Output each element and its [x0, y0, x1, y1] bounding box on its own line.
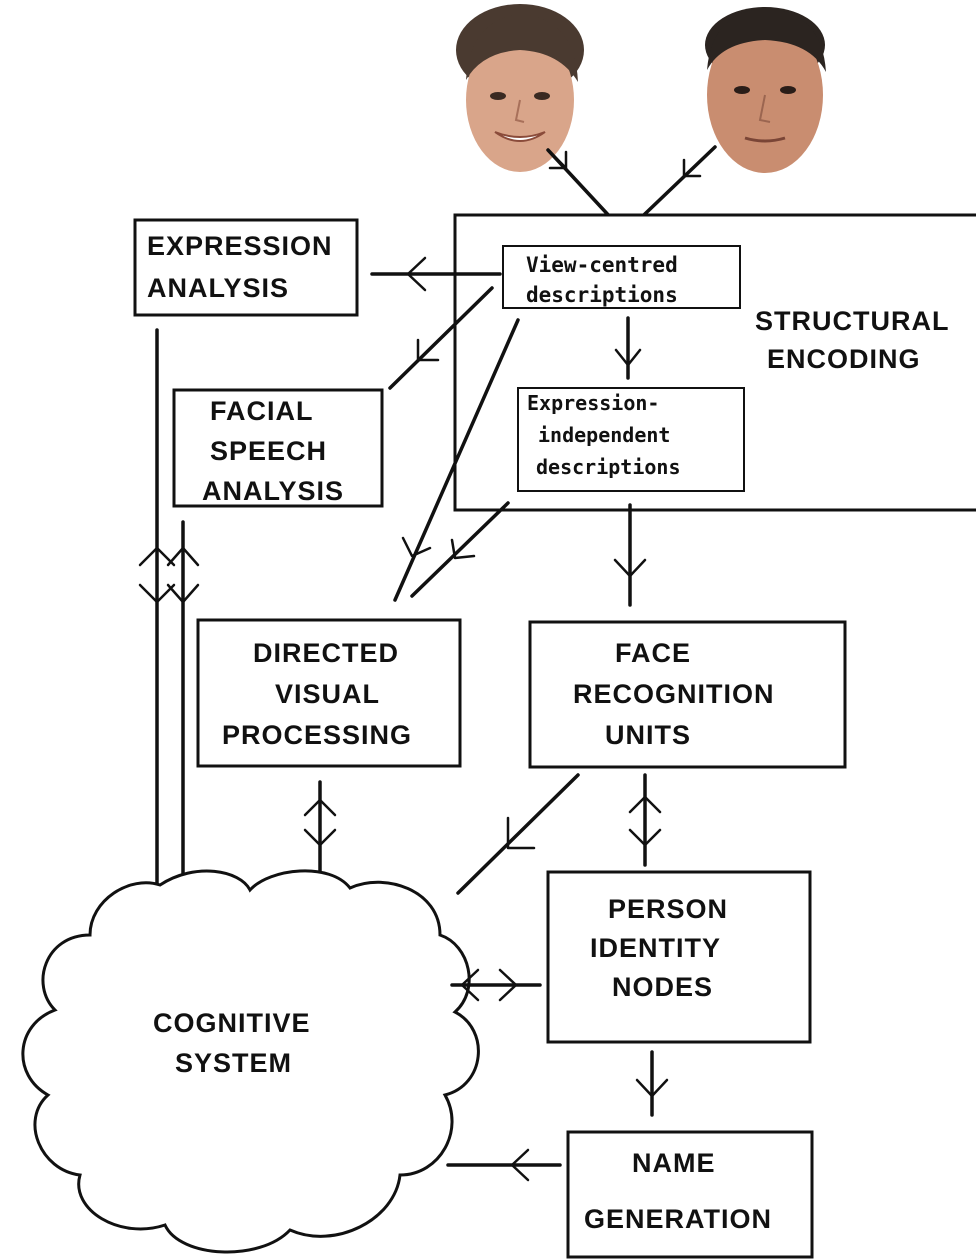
directed-visual-processing-label: DIRECTED VISUAL PROCESSING: [222, 638, 412, 750]
arrow-fru-to-cognitive: [456, 773, 580, 895]
arrow-pin-to-name-generation: [635, 1050, 669, 1117]
structural-encoding-label: STRUCTURAL ENCODING: [755, 306, 958, 374]
cognitive-system-cloud: [21, 869, 480, 1254]
face-recognition-units-box: [528, 620, 847, 769]
woman-face-photo: [456, 4, 584, 172]
view-centred-descriptions-box: [502, 245, 741, 309]
arrow-directed-visual-cognitive: [303, 780, 337, 874]
bidirectional-links-to-cognitive: [138, 328, 200, 890]
arrow-view-to-facial-speech: [388, 286, 494, 390]
face-recognition-units-label: FACE RECOGNITION UNITS: [573, 638, 783, 750]
arrow-expression-independent-to-fru: [613, 503, 647, 607]
arrow-fru-to-pin: [628, 773, 662, 867]
person-identity-nodes-label: PERSON IDENTITY NODES: [590, 894, 737, 1002]
arrow-name-generation-to-cognitive: [446, 1148, 562, 1182]
arrow-pin-cognitive: [450, 968, 542, 1002]
expression-analysis-label: EXPRESSION ANALYSIS: [147, 231, 341, 303]
expression-independent-descriptions-label: Expression- independent descriptions: [527, 391, 683, 479]
facial-speech-analysis-label: FACIAL SPEECH ANALYSIS: [202, 396, 344, 506]
view-centred-descriptions-label: View-centred descriptions: [526, 253, 690, 307]
man-face-photo: [705, 7, 826, 173]
arrows-to-directed-visual-processing: [393, 318, 520, 602]
name-generation-label: NAME GENERATION: [584, 1148, 772, 1234]
expression-independent-descriptions-box: [517, 387, 745, 492]
person-identity-nodes-box: [546, 870, 812, 1044]
facial-speech-analysis-box: [172, 388, 384, 508]
directed-visual-processing-box: [196, 618, 462, 768]
expression-analysis-box: [133, 218, 359, 317]
arrow-view-to-expression-analysis: [370, 256, 502, 292]
cognitive-system-label: COGNITIVE SYSTEM: [153, 1008, 319, 1078]
arrow-view-to-expression-independent: [614, 316, 642, 380]
name-generation-box: [566, 1130, 814, 1259]
